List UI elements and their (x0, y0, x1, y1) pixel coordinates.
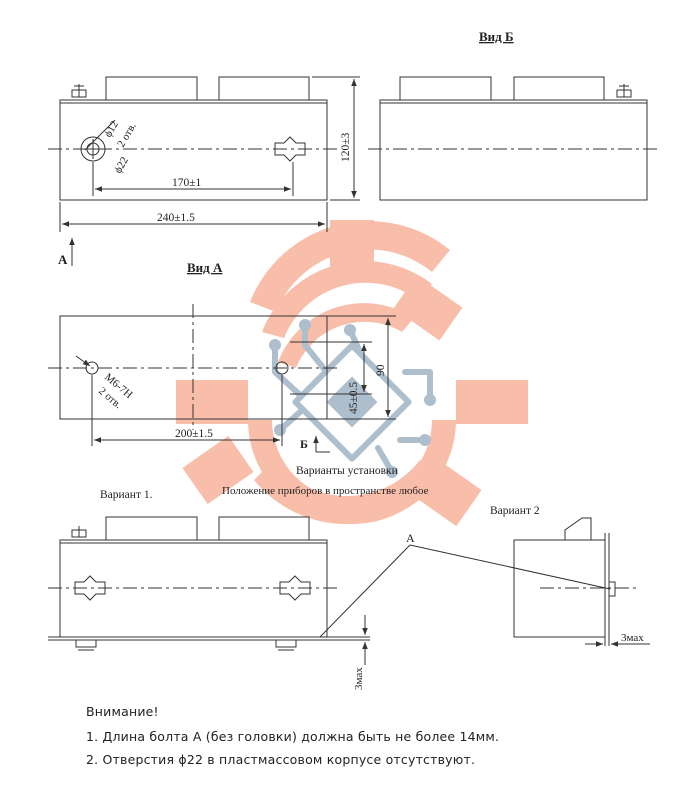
dim-phi22: ϕ22 (112, 155, 131, 176)
notes-title: Внимание! (86, 704, 159, 719)
dim-170: 170±1 (172, 177, 202, 189)
dim-3max-vertical: 3мах (353, 667, 365, 690)
variant-1 (48, 516, 411, 665)
dim-120: 120±3 (340, 132, 352, 162)
note-2: 2. Отверстия ϕ22 в пластмассовом корпусе… (86, 752, 476, 767)
watermark-logo (176, 220, 528, 527)
notes-block: Внимание! 1. Длина болта А (без головки)… (86, 704, 499, 775)
dim-3max: 3мах (621, 632, 644, 644)
arrow-b-label: Б (300, 437, 308, 451)
variant-2 (409, 517, 650, 647)
view-b-title: Вид Б (479, 29, 514, 44)
view-a (48, 304, 396, 453)
arrow-a-label: А (58, 252, 68, 267)
dim-45: 45±0.5 (348, 382, 360, 414)
variant-1-label: Вариант 1. (100, 489, 153, 501)
dim-90: 90 (375, 364, 387, 376)
front-view (48, 76, 360, 266)
note-1: 1. Длина болта А (без головки) должна бы… (86, 729, 500, 744)
dim-240: 240±1.5 (157, 212, 195, 224)
label-a-bolt: А (406, 531, 415, 545)
variant-2-label: Вариант 2 (490, 505, 540, 517)
view-a-title: Вид А (187, 260, 223, 275)
view-b (368, 76, 660, 201)
dim-200: 200±1.5 (175, 428, 213, 440)
variants-title: Варианты установки (296, 465, 398, 477)
position-note: Положение приборов в пространстве любое (222, 485, 429, 497)
